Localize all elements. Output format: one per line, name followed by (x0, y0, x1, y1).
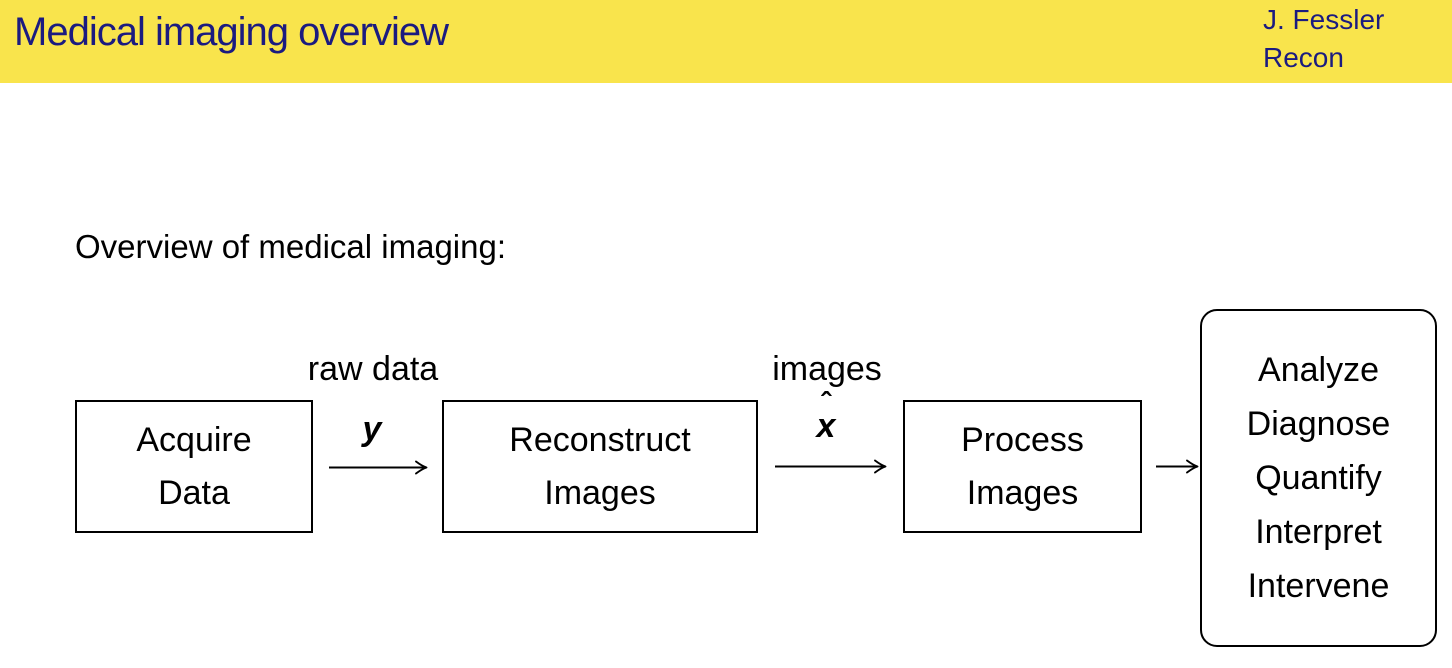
box-reconstruct-images: Reconstruct Images (442, 400, 758, 533)
box-line: Diagnose (1246, 405, 1391, 443)
course-name: Recon (1263, 42, 1344, 73)
right-arrow-icon (1156, 459, 1199, 474)
box-line: Interpret (1255, 513, 1382, 551)
intro-text: Overview of medical imaging: (75, 228, 506, 265)
box-line: Quantify (1255, 459, 1382, 497)
box-acquire-data: Acquire Data (75, 400, 313, 533)
box-analyze-outcomes: Analyze Diagnose Quantify Interpret Inte… (1200, 309, 1437, 647)
math-base-x: x (816, 407, 836, 445)
box-line: Data (158, 473, 230, 512)
arrow2-label-images: images (772, 350, 882, 388)
right-arrow-icon (775, 459, 887, 474)
box-line: Analyze (1258, 351, 1379, 389)
arrow1-math-symbol-y: y (362, 410, 382, 448)
slide-header-bar: Medical imaging overview J. Fessler Reco… (0, 0, 1452, 83)
box-line: Reconstruct (509, 420, 691, 459)
arrow1-label-raw-data: raw data (307, 350, 439, 388)
hat-accent: ˆ (820, 387, 831, 420)
author-block: J. Fessler Recon (1263, 1, 1384, 77)
box-process-images: Process Images (903, 400, 1142, 533)
author-name: J. Fessler (1263, 4, 1385, 35)
box-line: Intervene (1247, 567, 1390, 605)
slide-title: Medical imaging overview (14, 10, 449, 54)
box-line: Process (961, 420, 1084, 459)
box-line: Images (544, 473, 656, 512)
arrow2-math-symbol-xhat: ˆ x (816, 387, 836, 445)
right-arrow-icon (329, 460, 428, 475)
box-line: Images (966, 473, 1079, 512)
box-line: Acquire (136, 420, 252, 459)
